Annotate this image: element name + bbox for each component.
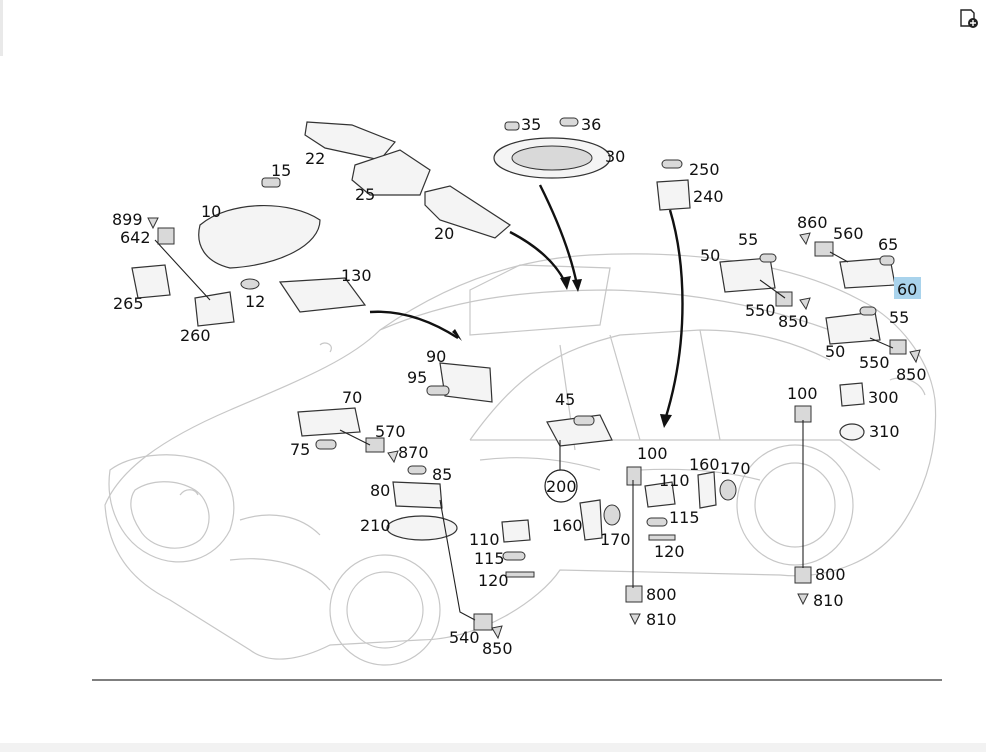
callout-label[interactable]: 120	[478, 571, 509, 590]
car-outline	[104, 253, 937, 666]
callout-label[interactable]: 50	[700, 246, 720, 265]
callout-label[interactable]: 22	[305, 149, 325, 168]
callout-label[interactable]: 55	[889, 308, 909, 327]
callout-label[interactable]: 100	[787, 384, 818, 403]
callout-label[interactable]: 160	[689, 455, 720, 474]
callout-label[interactable]: 310	[869, 422, 900, 441]
callout-label[interactable]: 95	[407, 368, 427, 387]
callout-label[interactable]: 550	[859, 353, 890, 372]
callout-label[interactable]: 90	[426, 347, 446, 366]
callout-label[interactable]: 850	[778, 312, 809, 331]
callout-label[interactable]: 170	[720, 459, 751, 478]
leader-lines	[154, 239, 894, 621]
callout-labels: 22 15 10 899 642 265 260 12 25 20 130 35…	[112, 115, 927, 658]
callout-label[interactable]: 250	[689, 160, 720, 179]
callout-label[interactable]: 870	[398, 443, 429, 462]
callout-label[interactable]: 850	[482, 639, 513, 658]
callout-label[interactable]: 20	[434, 224, 454, 243]
callout-label[interactable]: 120	[654, 542, 685, 561]
callout-label[interactable]: 115	[669, 508, 700, 527]
callout-label[interactable]: 265	[113, 294, 144, 313]
callout-label[interactable]: 110	[659, 471, 690, 490]
callout-label[interactable]: 300	[868, 388, 899, 407]
callout-label[interactable]: 210	[360, 516, 391, 535]
left-edge-bar	[0, 0, 3, 56]
callout-label[interactable]: 10	[201, 202, 221, 221]
callout-label[interactable]: 12	[245, 292, 265, 311]
callout-label[interactable]: 130	[341, 266, 372, 285]
add-page-icon[interactable]	[958, 8, 980, 30]
callout-label[interactable]: 100	[637, 444, 668, 463]
callout-label[interactable]: 160	[552, 516, 583, 535]
callout-label-highlighted[interactable]: 60	[897, 280, 917, 299]
callout-label[interactable]: 85	[432, 465, 452, 484]
bottom-strip	[0, 743, 986, 752]
callout-label[interactable]: 810	[646, 610, 677, 629]
callout-label[interactable]: 50	[825, 342, 845, 361]
callout-label[interactable]: 860	[797, 213, 828, 232]
callout-label[interactable]: 642	[120, 228, 151, 247]
highlight-box	[894, 277, 921, 299]
callout-label[interactable]: 800	[815, 565, 846, 584]
callout-label[interactable]: 75	[290, 440, 310, 459]
callout-label[interactable]: 899	[112, 210, 143, 229]
callout-label[interactable]: 550	[745, 301, 776, 320]
callout-label[interactable]: 65	[878, 235, 898, 254]
callout-label[interactable]: 810	[813, 591, 844, 610]
callout-label[interactable]: 55	[738, 230, 758, 249]
callout-label[interactable]: 260	[180, 326, 211, 345]
callout-label[interactable]: 570	[375, 422, 406, 441]
flow-arrows	[369, 184, 684, 428]
callout-label[interactable]: 115	[474, 549, 505, 568]
callout-label[interactable]: 560	[833, 224, 864, 243]
callout-label[interactable]: 30	[605, 147, 625, 166]
callout-label[interactable]: 200	[546, 477, 577, 496]
callout-label[interactable]: 45	[555, 390, 575, 409]
callout-label[interactable]: 240	[693, 187, 724, 206]
callout-label[interactable]: 110	[469, 530, 500, 549]
callout-label[interactable]: 170	[600, 530, 631, 549]
callout-label[interactable]: 15	[271, 161, 291, 180]
callout-label[interactable]: 70	[342, 388, 362, 407]
callout-label[interactable]: 35	[521, 115, 541, 134]
callout-label[interactable]: 800	[646, 585, 677, 604]
callout-label[interactable]: 80	[370, 481, 390, 500]
parts	[131, 117, 921, 640]
callout-label[interactable]: 25	[355, 185, 375, 204]
callout-label[interactable]: 540	[449, 628, 480, 647]
callout-label[interactable]: 36	[581, 115, 601, 134]
callout-label[interactable]: 850	[896, 365, 927, 384]
